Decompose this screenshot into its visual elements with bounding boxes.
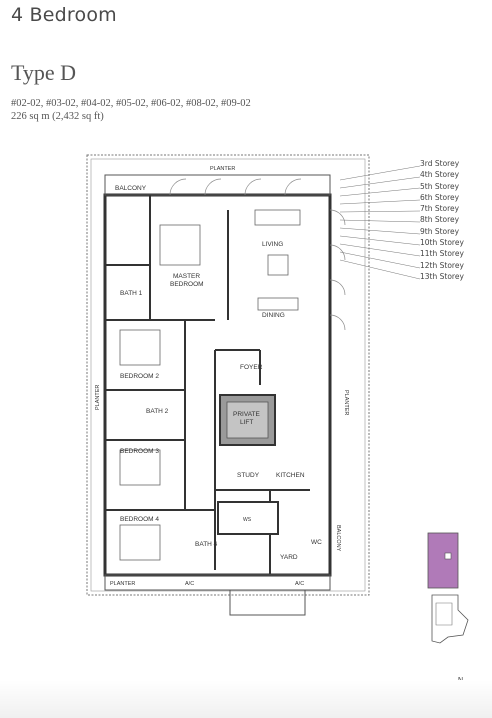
door-swings	[329, 209, 346, 331]
label-balcony: BALCONY	[115, 185, 147, 192]
storey-item: 8th Storey	[420, 215, 460, 225]
label-planter-left: PLANTER	[95, 385, 101, 410]
storey-item: 12th Storey	[420, 260, 464, 270]
label-ws: WS	[243, 517, 252, 523]
unit-info: #02-02, #03-02, #04-02, #05-02, #06-02, …	[11, 97, 251, 123]
label-dining: DINING	[262, 312, 285, 319]
storey-item: 13th Storey	[420, 271, 464, 281]
key-plan-highlight	[427, 532, 459, 589]
label-bath2: BATH 2	[146, 408, 169, 415]
label-planter-bottom: PLANTER	[110, 581, 135, 587]
key-plan-building	[431, 594, 469, 644]
label-master-2: BEDROOM	[170, 281, 204, 288]
ws-box	[217, 501, 279, 535]
label-lift-1: PRIVATE	[233, 411, 261, 418]
bed	[119, 449, 161, 486]
bottom-ledge	[104, 574, 331, 591]
storey-leader-lines	[340, 165, 421, 280]
label-bath1: BATH 1	[120, 290, 143, 297]
planter-outline	[86, 154, 370, 596]
label-foyer: FOYER	[240, 364, 263, 371]
storey-item: 6th Storey	[420, 192, 460, 202]
label-bedroom2: BEDROOM 2	[120, 373, 159, 380]
label-living: LIVING	[262, 241, 283, 248]
unit-type-label: Type D	[11, 60, 77, 85]
label-lift-2: LIFT	[240, 419, 253, 426]
label-kitchen: KITCHEN	[276, 472, 305, 479]
bed	[119, 524, 161, 561]
storey-item: 4th Storey	[420, 170, 460, 180]
label-ac1: A/C	[185, 581, 194, 587]
page-header: 4 Bedroom	[11, 4, 117, 26]
storey-list: 3rd Storey 4th Storey 5th Storey 6th Sto…	[420, 158, 480, 282]
coffee-table	[267, 254, 289, 276]
storey-item: 7th Storey	[420, 204, 460, 214]
unit-area: 226 sq m (2,432 sq ft)	[11, 111, 104, 122]
label-planter-top: PLANTER	[210, 166, 235, 172]
bed	[119, 329, 161, 366]
label-planter-right: PLANTER	[343, 390, 349, 415]
label-bedroom3: BEDROOM 3	[120, 448, 159, 455]
label-bath4: BATH 4	[195, 541, 218, 548]
storey-item: 11th Storey	[420, 249, 464, 259]
floor-plan: PLANTER BALCONY LIVING BATH 1 MASTER BED…	[86, 154, 370, 616]
bay-projection	[229, 590, 306, 616]
storey-item: 10th Storey	[420, 238, 464, 248]
page-title: 4 Bedroom	[11, 4, 117, 26]
label-master-1: MASTER	[173, 273, 200, 280]
key-plan	[427, 532, 469, 644]
label-wc: WC	[311, 539, 322, 546]
footer-fade	[0, 680, 492, 718]
planter-outline-inner	[90, 158, 366, 592]
storey-item: 9th Storey	[420, 226, 460, 236]
label-bedroom4: BEDROOM 4	[120, 516, 159, 523]
sofa	[254, 209, 301, 226]
private-lift-inner	[226, 401, 269, 439]
label-ac2: A/C	[295, 581, 304, 587]
storey-item: 5th Storey	[420, 181, 460, 191]
unit-numbers: #02-02, #03-02, #04-02, #05-02, #06-02, …	[11, 98, 251, 109]
label-study: STUDY	[237, 472, 260, 479]
key-plan-marker	[444, 552, 452, 560]
dining-table	[257, 297, 299, 311]
balcony-area	[104, 174, 331, 196]
door-swings-top	[169, 178, 302, 196]
label-yard: YARD	[280, 554, 298, 561]
storey-item: 3rd Storey	[420, 159, 460, 168]
bed	[159, 224, 201, 266]
label-balcony-right: BALCONY	[335, 525, 341, 552]
key-plan-building-2	[435, 602, 453, 626]
